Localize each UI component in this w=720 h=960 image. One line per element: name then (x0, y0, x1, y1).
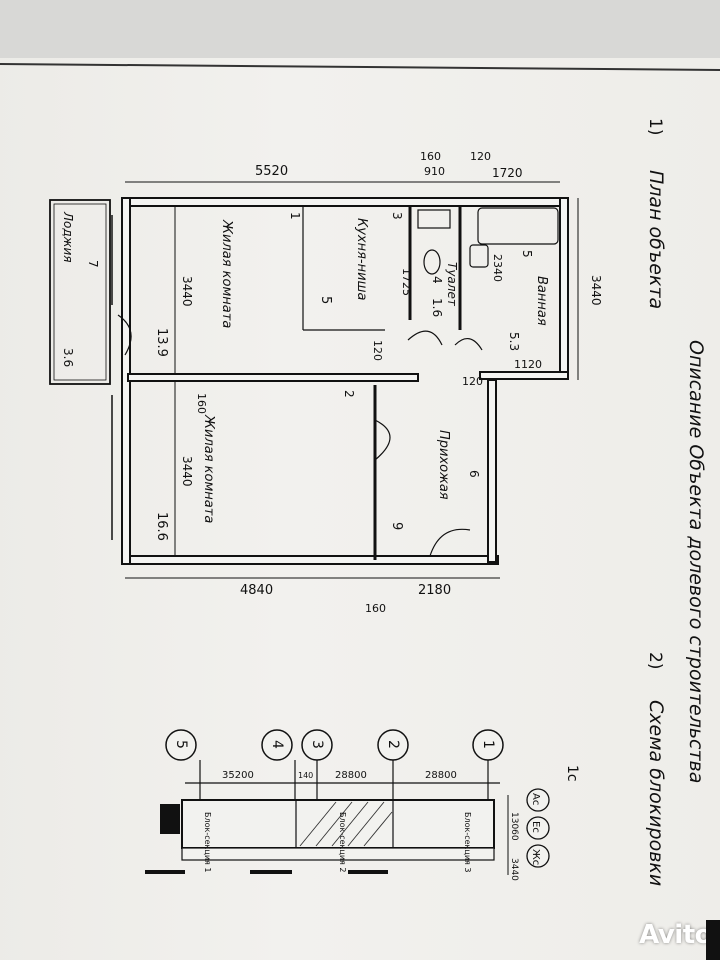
axis-5: 5 (173, 740, 189, 749)
dim-bottom-4840: 4840 (240, 583, 273, 598)
main-title: Описание Объекта долевого строительства (685, 340, 707, 783)
span-3: 35200 (222, 770, 254, 781)
watermark: Avito (639, 920, 712, 950)
room-3-area: 5 (318, 296, 333, 304)
span-1: 28800 (425, 770, 457, 781)
room-3-name: Кухня-ниша (354, 218, 369, 300)
span-4: 140 (298, 771, 313, 780)
room-1-name: Жилая комната (219, 219, 234, 328)
section-1-label: 1) (645, 118, 665, 135)
dim-bottom-160: 160 (365, 602, 386, 615)
room-5-number: 5 (520, 250, 534, 258)
dim-inner-160: 160 (195, 393, 208, 414)
dim-bottom-2180: 2180 (418, 583, 451, 598)
dim-right-1120: 1120 (514, 358, 542, 371)
room-5-name: Ванная (534, 276, 549, 326)
dim-top-120: 120 (470, 150, 491, 163)
room-2-name: Жилая комната (201, 414, 216, 523)
room-7-name: Лоджия (61, 211, 75, 263)
dim-top-5520: 5520 (255, 164, 288, 179)
room-4-number: 4 (430, 276, 444, 284)
room-4-name: Туалет (445, 262, 459, 307)
section-label-1: Блок-секция 1 (203, 812, 212, 872)
dim-right-2340: 2340 (491, 254, 504, 282)
dim-inner-120: 120 (371, 340, 384, 361)
axis-3: 3 (309, 740, 325, 749)
dim-inner-3440-b: 3440 (180, 456, 194, 487)
room-3-number: 3 (390, 212, 404, 220)
dim-right-120: 120 (462, 375, 483, 388)
row-zhc: Жс (530, 849, 541, 865)
section-2-label: 2) (645, 652, 665, 669)
room-7-number: 7 (86, 260, 100, 268)
room-5-area: 5.3 (507, 332, 521, 351)
room-2-number: 2 (342, 390, 356, 398)
room-6-number: 6 (467, 470, 481, 478)
room-1-area: 13.9 (154, 328, 169, 357)
dim-inner-3440-a: 3440 (180, 276, 194, 307)
section-label-2: Блок-секция 2 (338, 812, 347, 872)
plan-walls (111, 197, 569, 565)
dimension-lines (125, 181, 579, 579)
row-dim-3440: 3440 (509, 858, 519, 881)
dim-top-910: 910 (424, 165, 445, 178)
room-6-name: Прихожая (436, 430, 451, 500)
axis-1: 1 (480, 740, 496, 749)
top-mark-1c: 1с (564, 765, 580, 782)
axis-2: 2 (385, 740, 401, 749)
room-4-area: 1.6 (430, 298, 444, 317)
blocking-scheme: 5 4 3 2 1 35200 140 28800 28800 Блок-сек… (145, 729, 580, 881)
plan-title: План объекта (645, 170, 667, 309)
room-2-area: 16.6 (154, 512, 169, 541)
dim-top-160: 160 (420, 150, 441, 163)
page-corner-mark (706, 920, 720, 960)
section-label-3: Блок-секция 3 (463, 812, 472, 872)
axis-4: 4 (269, 740, 285, 749)
loggia-outline (49, 199, 111, 385)
scheme-title: Схема блокировки (645, 700, 667, 886)
dim-inner-1725: 1725 (400, 268, 413, 296)
room-7-area: 3.6 (61, 348, 75, 367)
room-1-number: 1 (288, 212, 302, 220)
span-2: 28800 (335, 770, 367, 781)
dim-top-1720: 1720 (492, 166, 523, 180)
room-6-area: 9 (389, 522, 404, 530)
row-ac: Ас (530, 793, 541, 805)
dim-right-3440: 3440 (589, 275, 603, 306)
row-dim-13060: 13060 (509, 812, 519, 841)
row-ec: Ес (530, 821, 541, 833)
